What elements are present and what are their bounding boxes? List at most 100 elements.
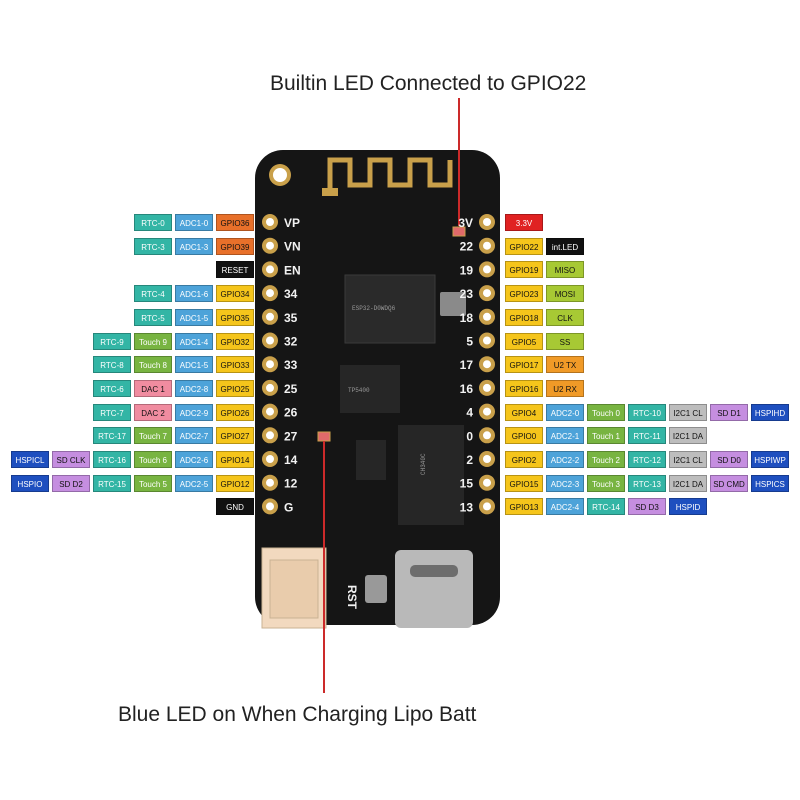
pin-label-right-8-6: HSPIHD <box>751 403 789 421</box>
pin-label-left-11-3: RTC-15 <box>93 474 131 492</box>
pin-label-right-4-1: CLK <box>546 308 584 326</box>
header-pin-hole <box>483 383 491 392</box>
pin-label-left-12-0: GND <box>216 498 254 516</box>
pin-label-left-10-0: GPIO14 <box>216 451 254 468</box>
pin-label-left-8-2: DAC 2 <box>134 403 172 421</box>
pin-label-left-5-0: GPIO32 <box>216 332 254 350</box>
header-pin-hole <box>483 218 491 226</box>
rst-label: RST <box>345 585 359 610</box>
caption-charge-led: Blue LED on When Charging Lipo Batt <box>118 703 477 726</box>
pin-label-right-8-0: GPIO4 <box>505 403 543 421</box>
silk-label-left-6: 33 <box>284 358 298 372</box>
pin-label-left-4-1: ADC1-5 <box>175 308 213 326</box>
pin-label-left-6-2: Touch 8 <box>134 356 172 374</box>
silk-label-right-6: 17 <box>460 358 474 372</box>
pin-label-right-10-6: HSPIWP <box>751 451 789 468</box>
pin-label-left-11-2: Touch 5 <box>134 474 172 492</box>
pin-label-right-10-1: ADC2-2 <box>546 451 584 468</box>
charge-led <box>317 431 331 442</box>
pin-label-left-11-4: SD D2 <box>52 474 90 492</box>
pin-label-right-8-3: RTC-10 <box>628 403 666 421</box>
pin-label-right-2-0: GPIO19 <box>505 261 543 279</box>
pin-label-right-8-4: I2C1 CL <box>669 403 707 421</box>
header-pin-hole <box>483 312 491 321</box>
pin-label-left-1-0: GPIO39 <box>216 237 254 255</box>
pin-label-right-10-4: I2C1 CL <box>669 451 707 468</box>
pin-label-left-4-2: RTC-5 <box>134 308 172 326</box>
silk-label-left-10: 14 <box>284 453 298 467</box>
pin-label-right-7-1: U2 RX <box>546 379 584 397</box>
pin-label-left-11-1: ADC2-5 <box>175 474 213 492</box>
pin-label-right-11-2: Touch 3 <box>587 474 625 492</box>
header-pin-hole <box>483 431 491 440</box>
header-pin-hole <box>483 241 491 250</box>
header-pin-hole <box>483 289 491 298</box>
regulator <box>356 440 386 480</box>
esp32-chip-label: ESP32-D0WDQ6 <box>352 305 396 312</box>
pin-label-left-10-1: ADC2-6 <box>175 451 213 468</box>
pin-label-left-7-1: ADC2-8 <box>175 379 213 397</box>
pin-label-left-11-0: GPIO12 <box>216 474 254 492</box>
pin-label-right-9-4: I2C1 DA <box>669 427 707 445</box>
pin-label-right-9-2: Touch 1 <box>587 427 625 445</box>
pin-label-right-9-3: RTC-11 <box>628 427 666 445</box>
silk-label-right-7: 16 <box>460 382 474 396</box>
silk-label-left-4: 35 <box>284 311 298 325</box>
usb-c-port <box>395 550 473 628</box>
header-pin-hole <box>483 407 491 416</box>
header-pin-hole <box>266 502 274 511</box>
pin-label-right-11-4: I2C1 DA <box>669 474 707 492</box>
pin-label-right-7-0: GPIO16 <box>505 379 543 397</box>
pin-label-right-4-0: GPIO18 <box>505 308 543 326</box>
pin-label-right-10-2: Touch 2 <box>587 451 625 468</box>
pin-label-right-6-0: GPIO17 <box>505 356 543 374</box>
header-pin-hole <box>266 360 274 369</box>
header-pins <box>262 214 495 515</box>
header-pin-hole <box>266 241 274 250</box>
pin-label-left-0-1: ADC1-0 <box>175 214 213 231</box>
silk-label-right-1: 22 <box>460 240 474 254</box>
builtin-led <box>452 226 466 237</box>
pin-label-right-10-0: GPIO2 <box>505 451 543 468</box>
pin-label-left-8-0: GPIO26 <box>216 403 254 421</box>
silk-label-right-2: 19 <box>460 263 474 277</box>
usb-c-opening <box>410 565 458 577</box>
pin-label-left-3-1: ADC1-6 <box>175 285 213 303</box>
silk-label-left-12: G <box>284 500 293 514</box>
pin-label-right-8-2: Touch 0 <box>587 403 625 421</box>
pin-label-left-9-3: RTC-17 <box>93 427 131 445</box>
pin-label-left-0-0: GPIO36 <box>216 214 254 231</box>
silk-label-left-3: 34 <box>284 287 298 301</box>
pin-label-left-9-2: Touch 7 <box>134 427 172 445</box>
pin-label-right-11-5: SD CMD <box>710 474 748 492</box>
pin-label-right-0-0: 3.3V <box>505 214 543 231</box>
pin-label-left-3-0: GPIO34 <box>216 285 254 303</box>
pin-label-left-6-1: ADC1-5 <box>175 356 213 374</box>
header-pin-hole <box>266 265 274 274</box>
pin-label-right-9-0: GPIO0 <box>505 427 543 445</box>
pin-label-right-5-1: SS <box>546 332 584 350</box>
pin-label-left-1-2: RTC-3 <box>134 237 172 255</box>
header-pin-hole <box>483 265 491 274</box>
pin-label-left-9-0: GPIO27 <box>216 427 254 445</box>
silk-label-right-8: 4 <box>466 406 473 420</box>
reset-button <box>365 575 387 603</box>
header-pin-hole <box>266 407 274 416</box>
pin-label-right-12-3: SD D3 <box>628 498 666 516</box>
header-pin-hole <box>266 218 274 226</box>
pin-label-right-12-1: ADC2-4 <box>546 498 584 516</box>
usb-serial-chip-label: CH340C <box>420 453 427 475</box>
pin-label-right-12-4: HSPID <box>669 498 707 516</box>
pin-label-right-6-1: U2 TX <box>546 356 584 374</box>
pin-label-right-11-0: GPIO15 <box>505 474 543 492</box>
header-pin-hole <box>266 455 274 463</box>
esp32-chip <box>344 274 436 344</box>
header-pin-hole <box>483 336 491 345</box>
pin-label-left-8-3: RTC-7 <box>93 403 131 421</box>
pin-label-left-10-4: SD CLK <box>52 451 90 468</box>
pin-label-left-8-1: ADC2-9 <box>175 403 213 421</box>
header-pin-hole <box>266 289 274 298</box>
caption-builtin-led: Builtin LED Connected to GPIO22 <box>270 72 587 95</box>
pin-label-left-10-3: RTC-16 <box>93 451 131 468</box>
